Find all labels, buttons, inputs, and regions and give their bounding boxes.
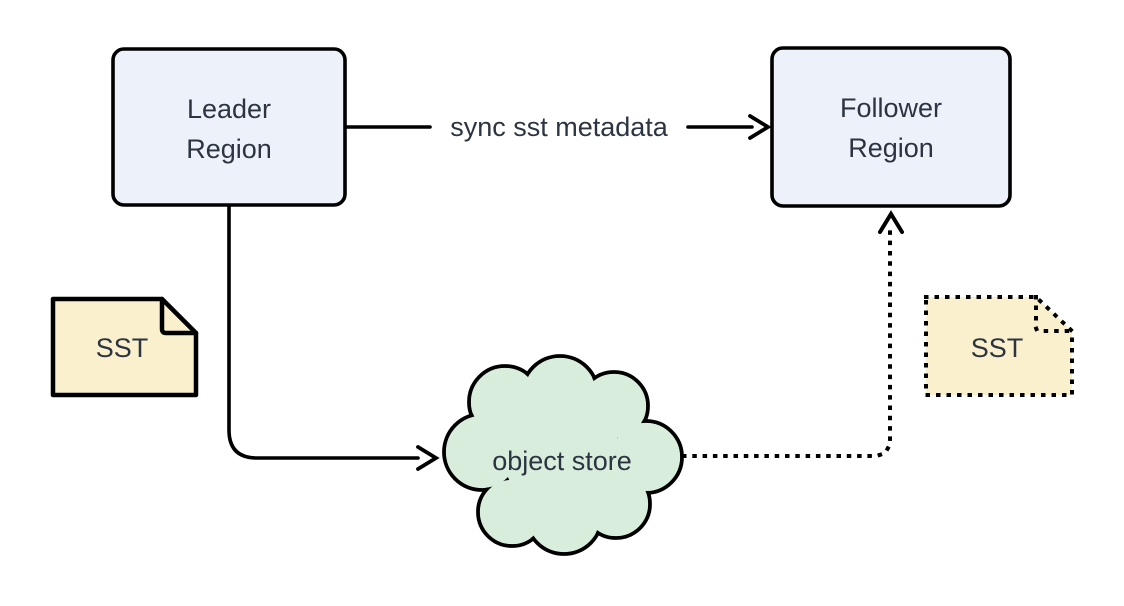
sst-file-dotted-fold-icon [1034, 295, 1074, 333]
follower-region-label-line1: Follower [840, 93, 942, 123]
sst-file-follower-label: SST [971, 333, 1024, 363]
edge-store-follower-dotted-line [682, 230, 892, 458]
node-leader-region: Leader Region [111, 47, 347, 207]
sst-file-fold-icon [159, 296, 199, 336]
leader-region-box [111, 47, 347, 207]
node-sst-file-follower: SST [924, 295, 1074, 397]
follower-region-box [770, 46, 1012, 208]
sst-file-dotted-body [924, 295, 1074, 397]
cloud-fill-overlay [446, 358, 680, 552]
arrowhead-right-icon [748, 114, 772, 140]
follower-region-label-line2: Region [848, 133, 934, 163]
sst-file-leader-label: SST [96, 333, 149, 363]
edge-leader-store-line [227, 203, 420, 460]
leader-region-label-line2: Region [186, 134, 272, 164]
arrowhead-right-icon [416, 445, 440, 471]
node-sst-file-leader: SST [50, 296, 199, 398]
leader-region-label-line1: Leader [187, 94, 271, 124]
edge-leader-to-object-store [227, 203, 440, 471]
edge-label-sync-sst-metadata: sync sst metadata [450, 112, 669, 142]
diagram-root: sync sst metadata Leader Region Follower… [50, 46, 1074, 556]
object-store-label: object store [492, 446, 632, 476]
node-follower-region: Follower Region [770, 46, 1012, 208]
edge-sync-sst-metadata: sync sst metadata [343, 112, 772, 142]
edge-object-store-to-follower [682, 210, 904, 458]
arrowhead-up-icon [878, 210, 904, 234]
node-object-store: object store [442, 354, 684, 556]
